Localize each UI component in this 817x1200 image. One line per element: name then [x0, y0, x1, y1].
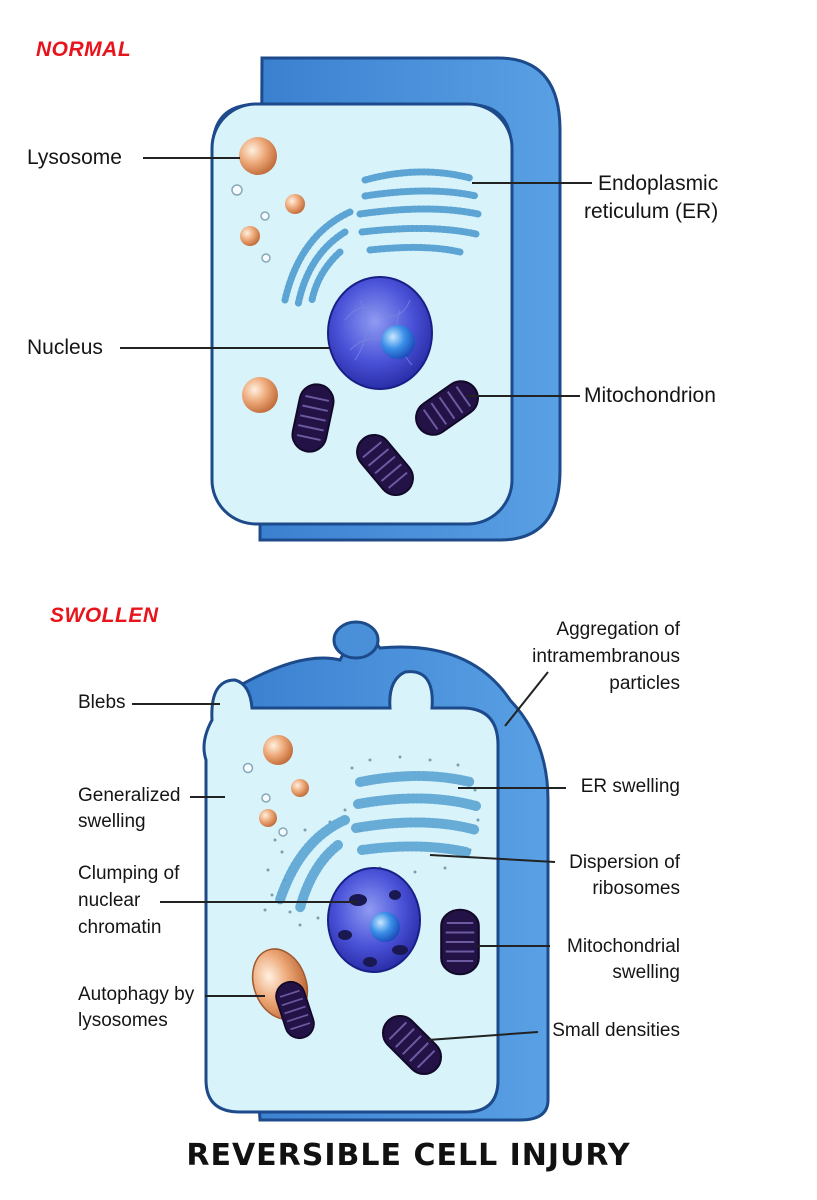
normal-heading: NORMAL — [36, 38, 132, 61]
label-mito-swelling-1: Mitochondrial — [567, 936, 680, 957]
label-clumping-1: Clumping of — [78, 863, 180, 884]
normal-lysosome — [239, 137, 277, 175]
swollen-er — [275, 771, 481, 913]
label-aggregation-1: Aggregation of — [556, 619, 680, 640]
label-generalized-1: Generalized — [78, 785, 181, 806]
label-blebs: Blebs — [78, 692, 126, 713]
label-er-line1: Endoplasmic — [598, 172, 719, 195]
label-er-line2: reticulum (ER) — [584, 200, 719, 223]
dispersed-ribosomes — [263, 755, 480, 927]
normal-leaders — [120, 157, 592, 397]
label-dispersion-1: Dispersion of — [569, 852, 680, 873]
normal-er — [281, 168, 482, 309]
label-autophagy-1: Autophagy by — [78, 984, 195, 1005]
label-aggregation-3: particles — [609, 673, 680, 694]
label-aggregation-2: intramembranous — [532, 646, 680, 667]
swollen-mitochondrion — [440, 908, 480, 976]
label-mito-swelling-2: swelling — [612, 962, 680, 983]
label-dispersion-2: ribosomes — [592, 878, 680, 899]
swollen-heading: SWOLLEN — [50, 604, 159, 627]
normal-nucleus — [327, 276, 433, 390]
label-mitochondrion: Mitochondrion — [584, 384, 716, 407]
label-lysosome: Lysosome — [27, 146, 122, 169]
diagram-title: REVERSIBLE CELL INJURY — [186, 1138, 631, 1173]
label-nucleus: Nucleus — [27, 336, 103, 359]
swollen-cell — [202, 620, 550, 1122]
label-autophagy-2: lysosomes — [78, 1010, 168, 1031]
label-er-swelling: ER swelling — [580, 776, 680, 797]
label-clumping-2: nuclear — [78, 890, 141, 911]
swollen-leaders — [132, 671, 566, 1041]
label-small-densities: Small densities — [552, 1020, 680, 1041]
label-generalized-2: swelling — [78, 811, 146, 832]
normal-cell — [210, 56, 562, 542]
label-clumping-3: chromatin — [78, 917, 162, 938]
